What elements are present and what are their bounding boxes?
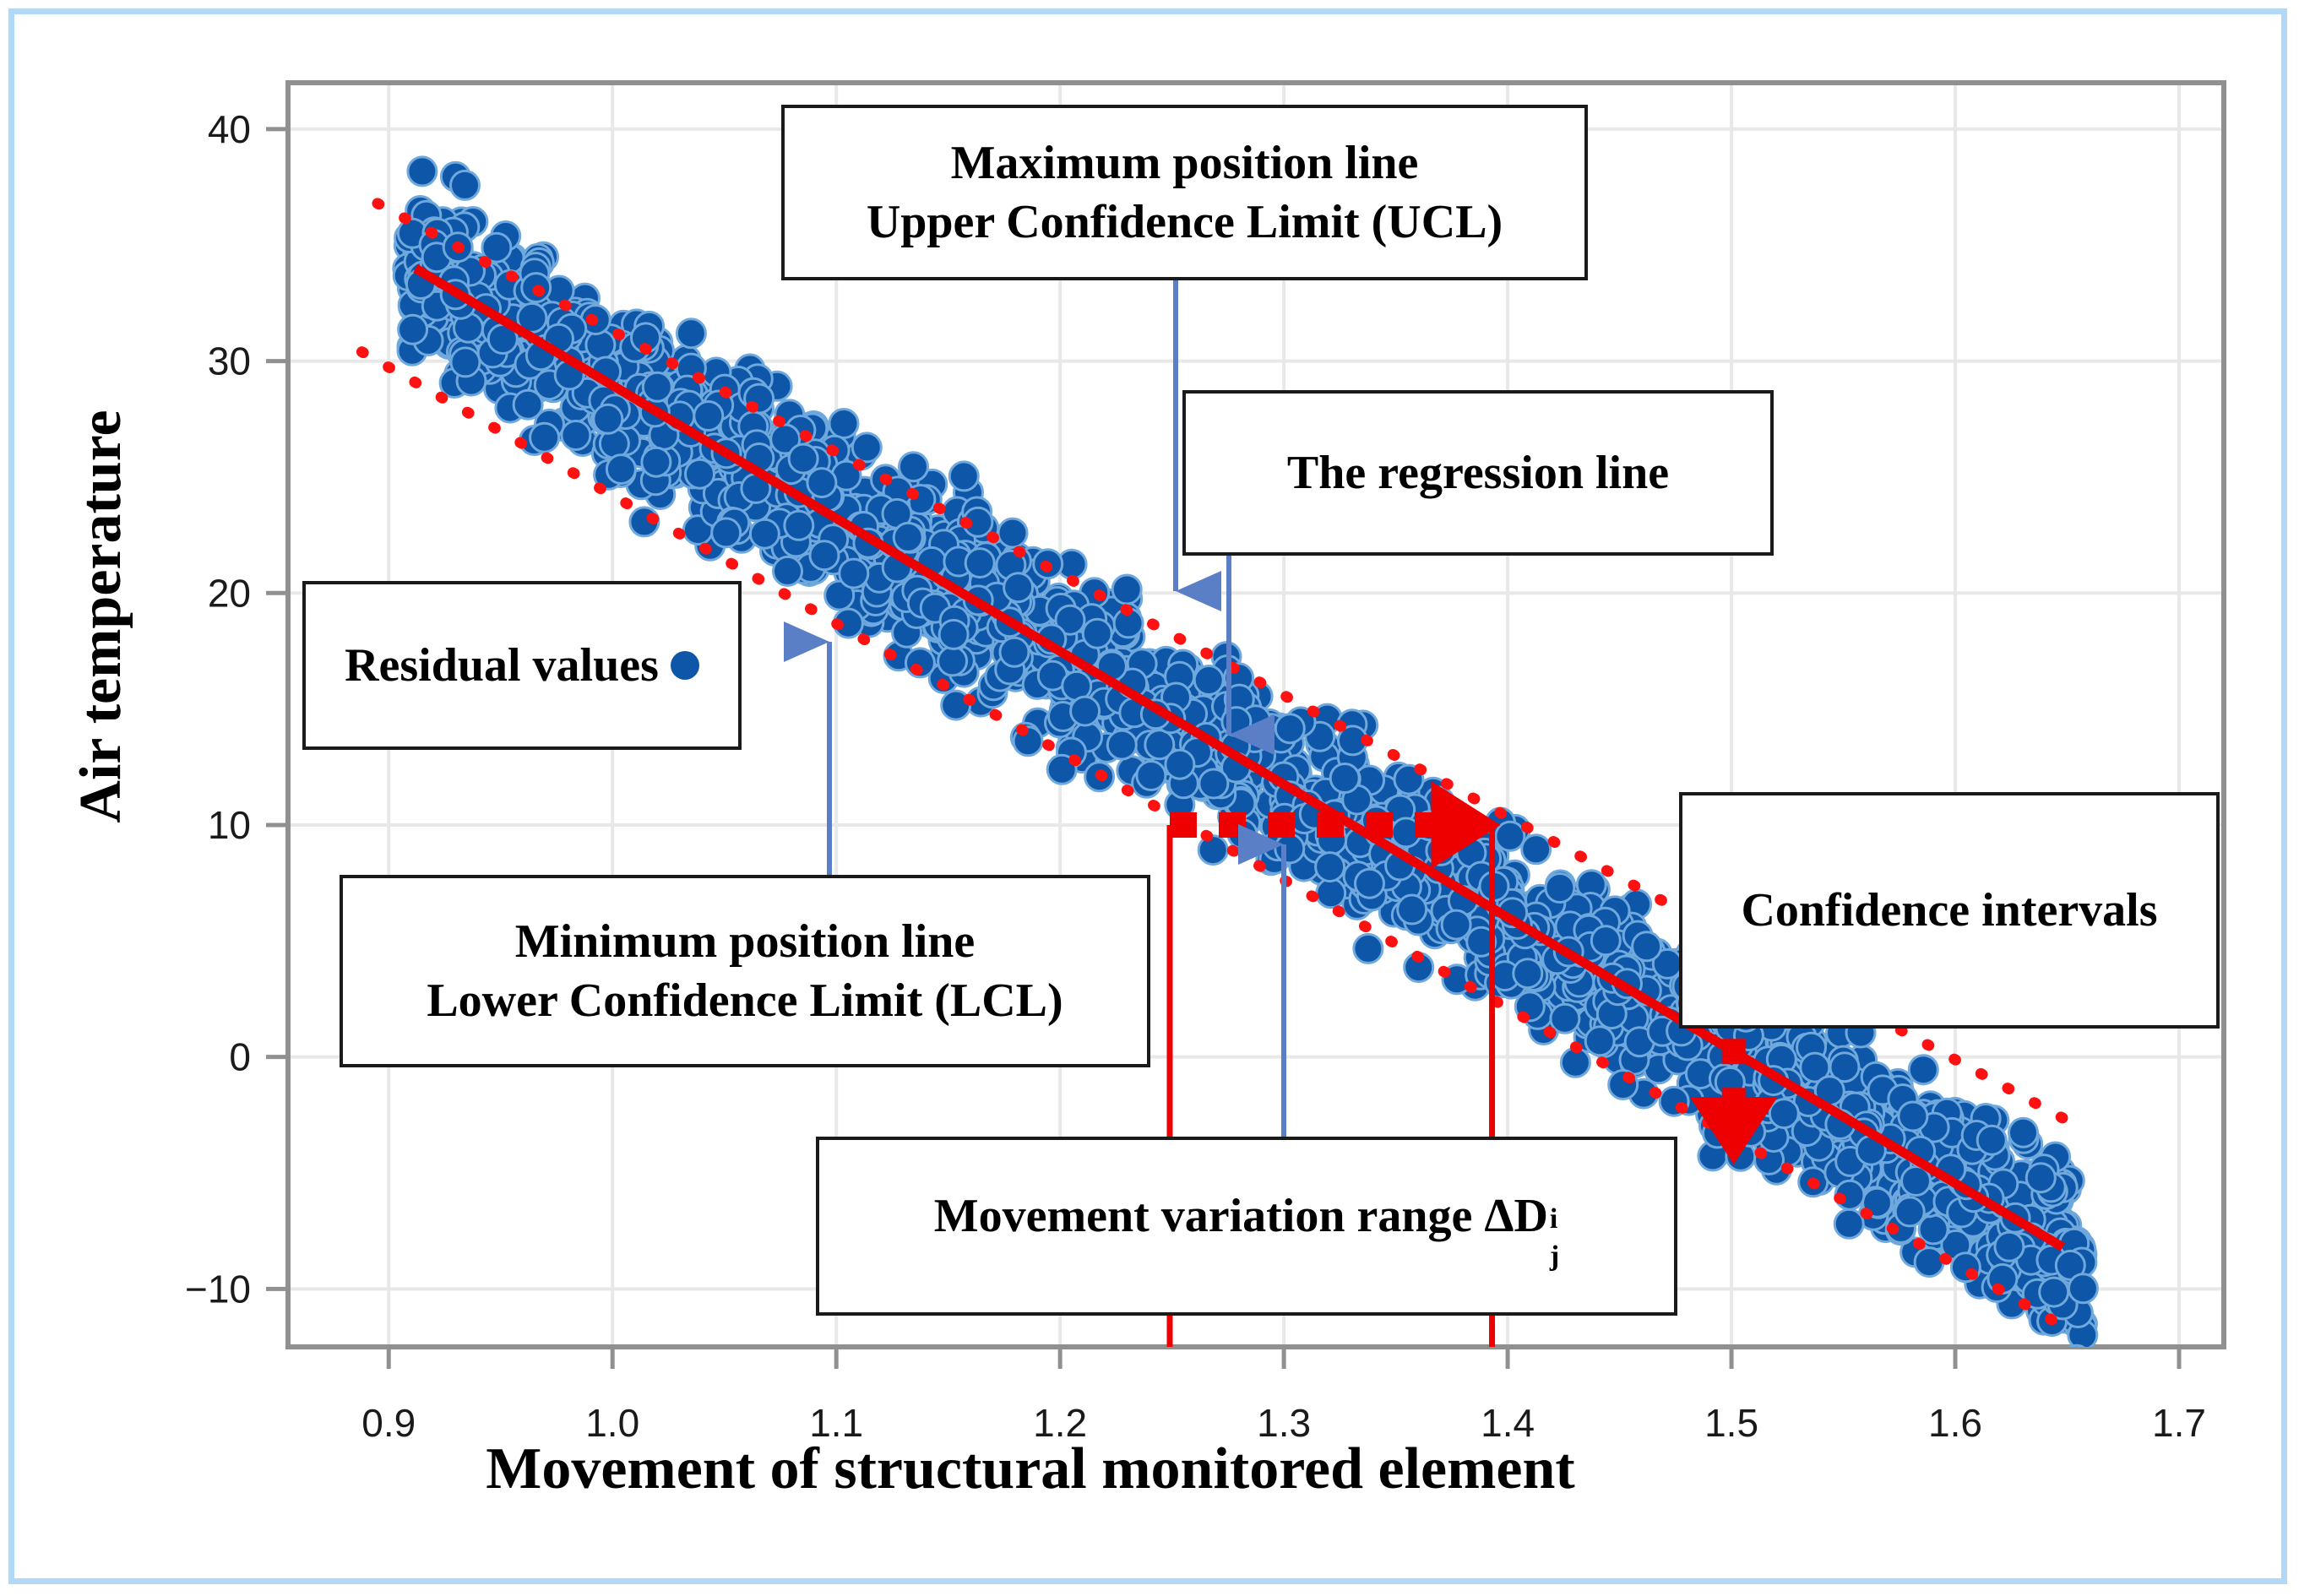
callout-residual-values: Residual values bbox=[302, 581, 742, 750]
callout-lcl-line2: Lower Confidence Limit (LCL) bbox=[427, 974, 1063, 1027]
y-axis-tick-labels: 40 30 20 10 0 −10 bbox=[185, 107, 251, 1311]
x-tick-label: 1.1 bbox=[809, 1401, 863, 1445]
x-axis-ticks bbox=[386, 1347, 2182, 1369]
y-axis-title: Air temperature bbox=[68, 410, 133, 823]
movement-range-text: Movement variation range ΔD bbox=[933, 1190, 1548, 1242]
x-tick-label: 1.5 bbox=[1704, 1401, 1758, 1445]
y-tick-label: 0 bbox=[229, 1035, 251, 1079]
callout-ucl-line1: Maximum position line bbox=[950, 137, 1419, 189]
callout-regression-line: The regression line bbox=[1182, 390, 1774, 556]
y-axis-ticks bbox=[266, 127, 288, 1291]
callout-confidence-line1: Confidence intervals bbox=[1741, 884, 2158, 936]
y-tick-label: 10 bbox=[208, 803, 251, 847]
callout-regression-line1: The regression line bbox=[1286, 447, 1670, 499]
x-tick-label: 0.9 bbox=[361, 1401, 416, 1445]
callout-residual-line1: Residual values bbox=[345, 639, 659, 692]
movement-range-indices: i j bbox=[1549, 1203, 1559, 1271]
callout-lower-confidence-limit: Minimum position line Lower Confidence L… bbox=[340, 875, 1150, 1067]
regression-line bbox=[413, 264, 2066, 1251]
y-tick-label: 30 bbox=[208, 339, 251, 383]
lower-confidence-limit-line bbox=[356, 346, 2068, 1332]
y-tick-label: 40 bbox=[208, 107, 251, 151]
x-tick-label: 1.6 bbox=[1928, 1401, 1982, 1445]
x-axis-title: Movement of structural monitored element bbox=[486, 1436, 1575, 1501]
movement-range-expression: Movement variation range ΔD i j bbox=[933, 1186, 1560, 1271]
callout-ucl-line2: Upper Confidence Limit (UCL) bbox=[866, 196, 1503, 248]
callout-leader-lines bbox=[784, 280, 1286, 1137]
callout-confidence-intervals: Confidence intervals bbox=[1679, 792, 2220, 1029]
y-tick-label: −10 bbox=[185, 1267, 251, 1311]
plot-frame bbox=[285, 80, 2226, 1349]
x-tick-label: 1.3 bbox=[1257, 1401, 1311, 1445]
callout-lcl-line1: Minimum position line bbox=[514, 915, 976, 968]
x-tick-label: 1.0 bbox=[585, 1401, 639, 1445]
x-tick-label: 1.7 bbox=[2152, 1401, 2206, 1445]
x-tick-label: 1.2 bbox=[1033, 1401, 1087, 1445]
movement-range-superscript: i bbox=[1549, 1203, 1558, 1235]
movement-range-vertical-arrowhead bbox=[1689, 1097, 1778, 1165]
x-tick-label: 1.4 bbox=[1481, 1401, 1535, 1445]
callout-upper-confidence-limit: Maximum position line Upper Confidence L… bbox=[781, 105, 1588, 280]
movement-range-subscript: j bbox=[1549, 1240, 1560, 1272]
x-axis-tick-labels: 0.9 1.0 1.1 1.2 1.3 1.4 1.5 1.6 1.7 bbox=[361, 1401, 2206, 1445]
callout-movement-variation-range: Movement variation range ΔD i j bbox=[816, 1137, 1677, 1316]
residual-marker-dot-icon bbox=[670, 651, 699, 680]
y-tick-label: 20 bbox=[208, 571, 251, 615]
movement-range-horizontal-arrowhead bbox=[1431, 780, 1501, 869]
